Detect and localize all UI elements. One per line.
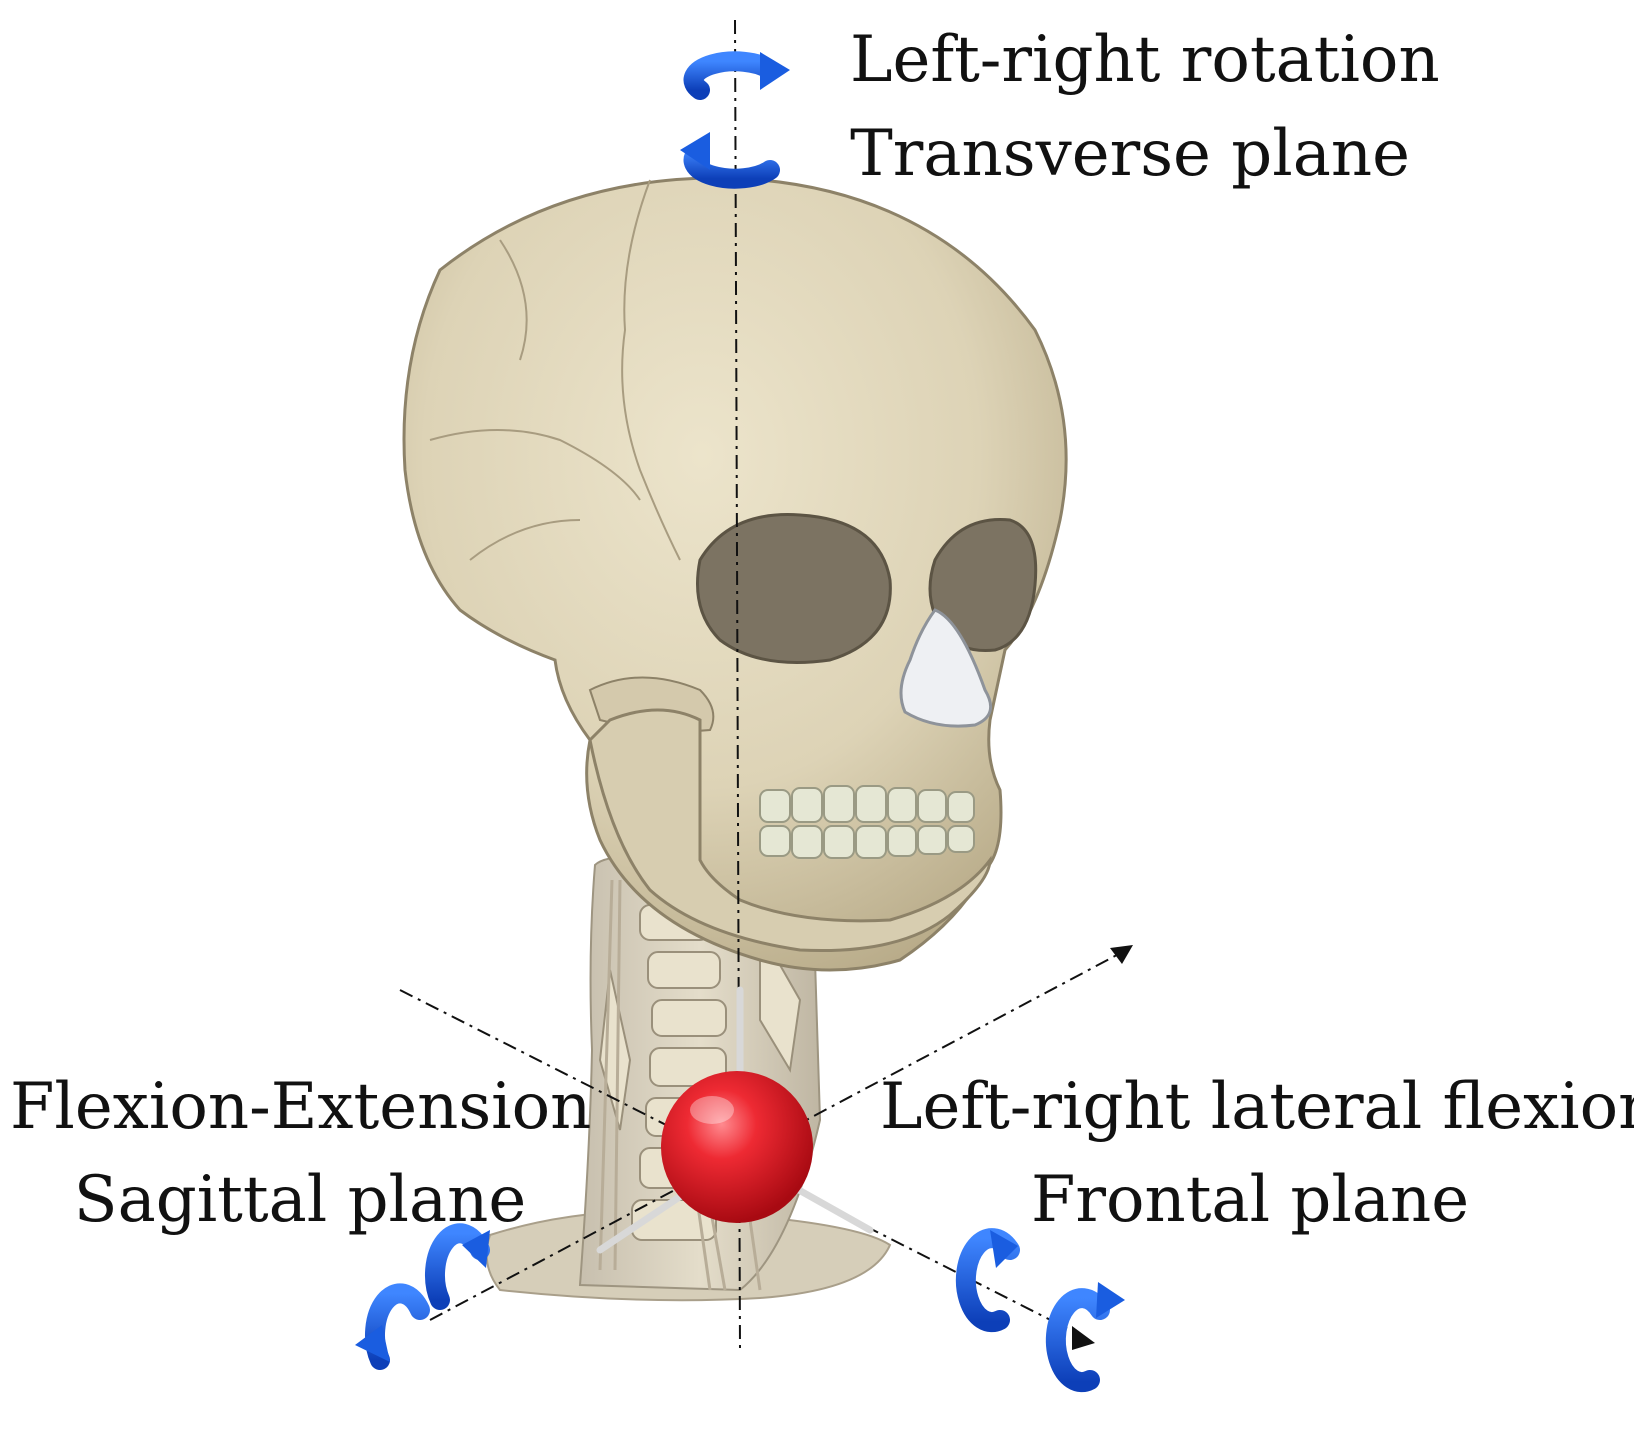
transverse-motion-label: Left-right rotation <box>850 23 1440 97</box>
joint-rods <box>596 986 874 1254</box>
frontal-motion-label: Left-right lateral flexion <box>880 1070 1634 1144</box>
mandible <box>588 708 992 953</box>
left-orbit <box>696 513 892 664</box>
joint-sphere-icon <box>661 1071 813 1223</box>
frontal-plane-label: Frontal plane <box>1030 1163 1470 1237</box>
skull-sutures <box>429 179 681 561</box>
nasal-aperture <box>899 608 993 728</box>
teeth <box>759 785 975 859</box>
transverse-plane-label: Transverse plane <box>850 117 1410 191</box>
sagittal-motion-label: Flexion-Extension <box>10 1070 592 1144</box>
axis-arrowhead-icon <box>1072 1326 1095 1350</box>
frontal-axis <box>429 947 1131 1321</box>
sphere-highlight <box>690 1096 734 1124</box>
axis-arrowhead-icon <box>1110 945 1133 964</box>
sagittal-plane-label: Sagittal plane <box>73 1163 527 1237</box>
rotation-arrowhead-icons <box>355 52 1125 1362</box>
